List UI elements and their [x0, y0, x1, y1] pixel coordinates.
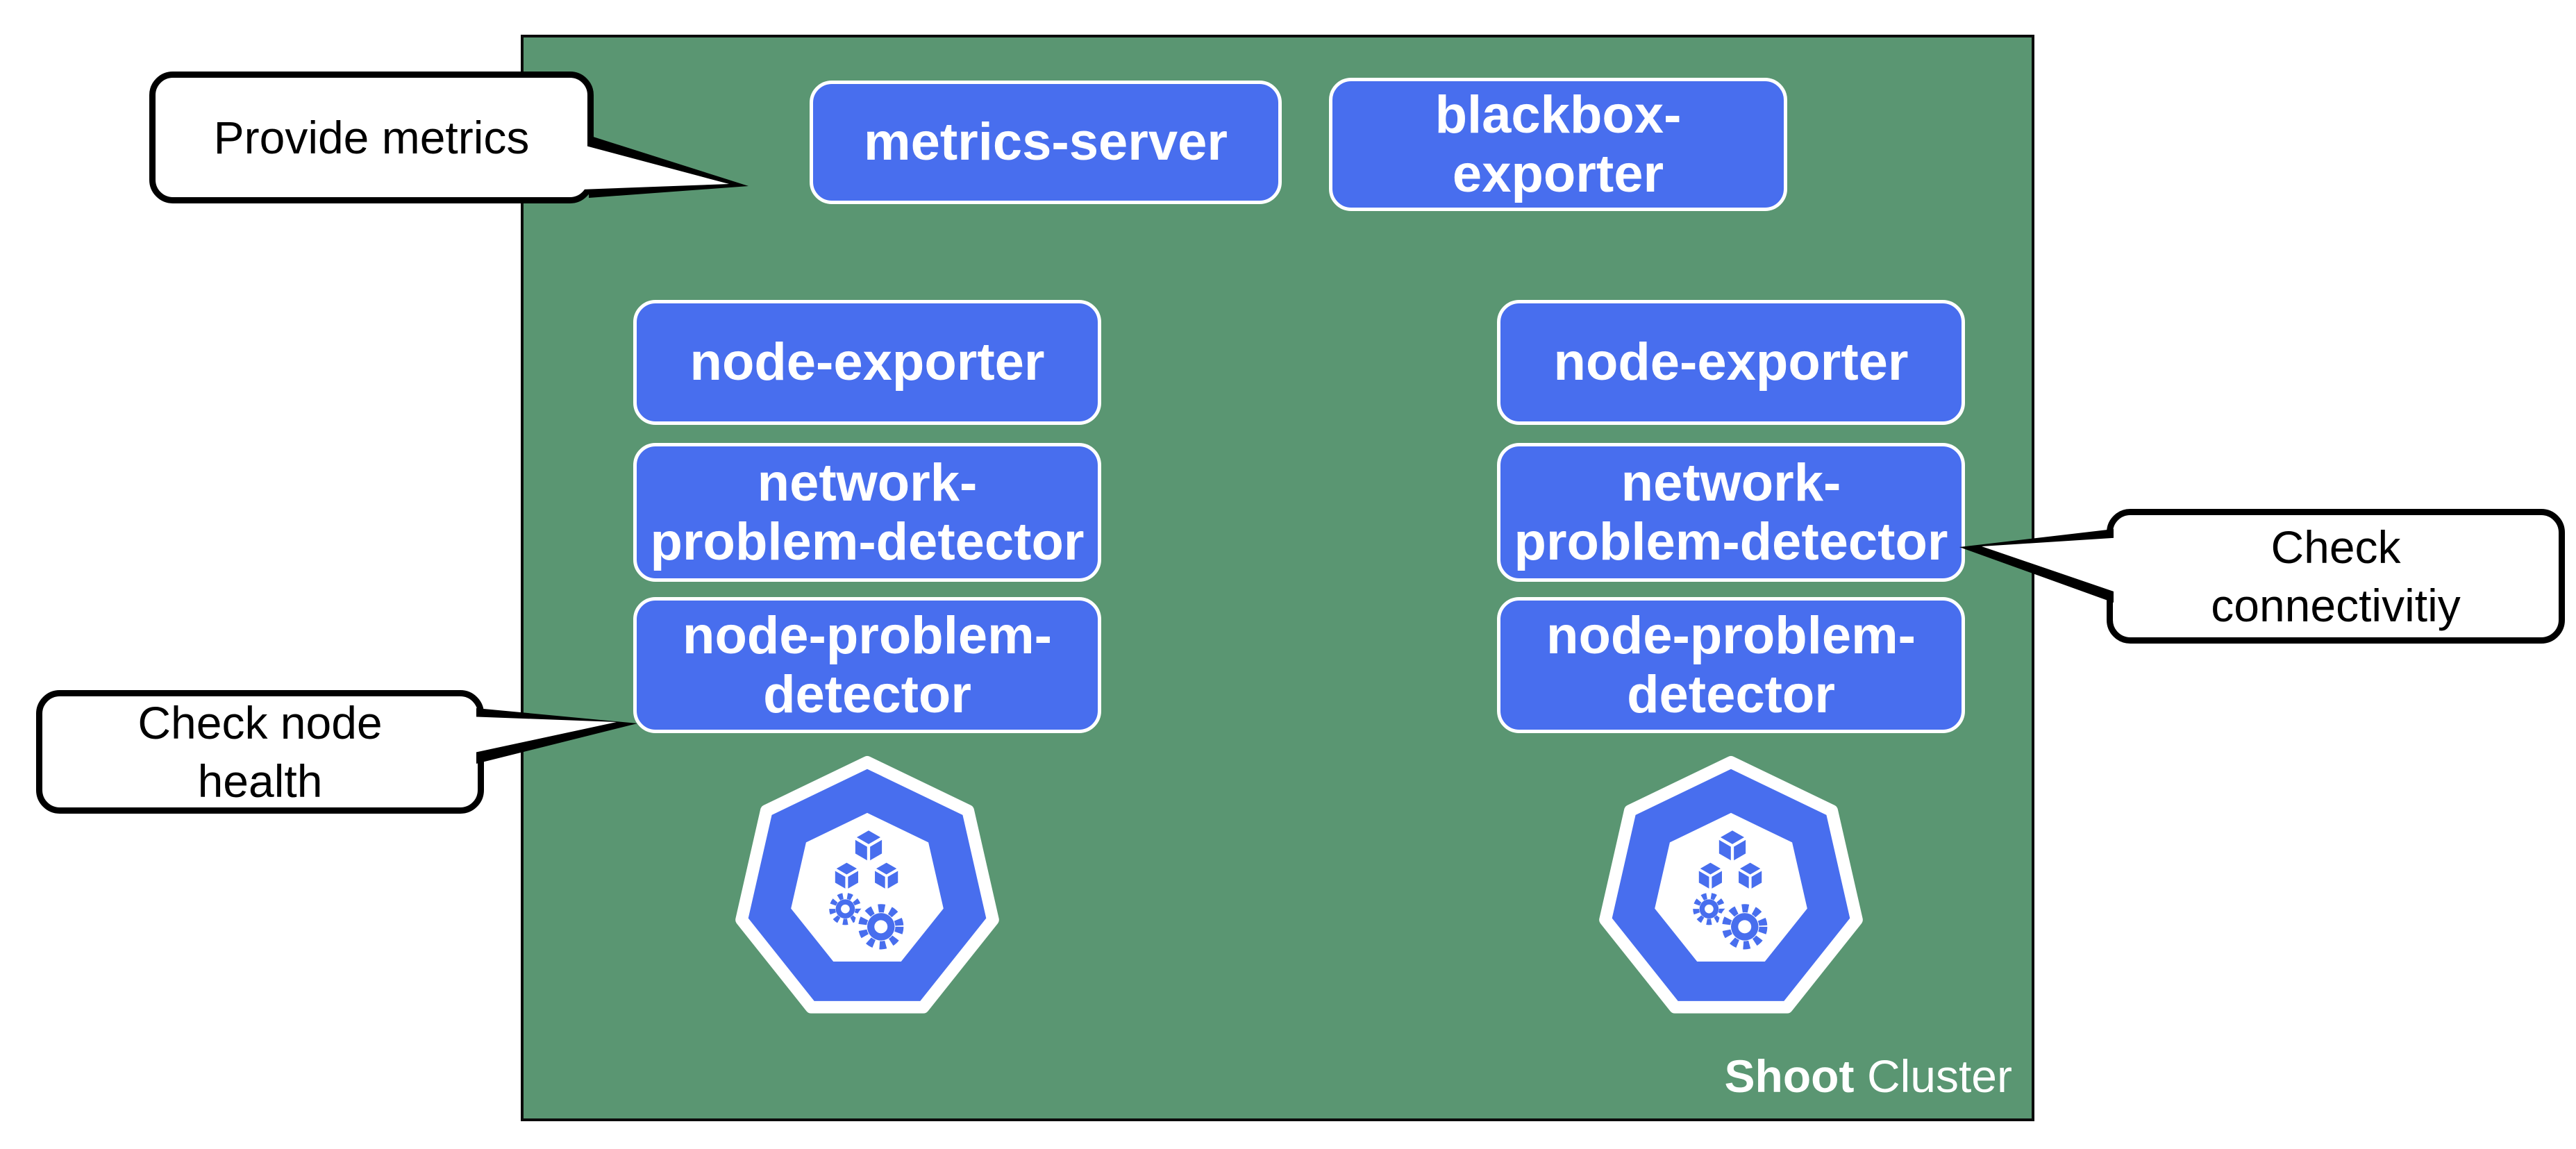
component-label: node-exporter — [689, 333, 1045, 392]
callout-text: Provide metrics — [213, 111, 530, 163]
component-box-blackbox-exporter: blackbox- exporter — [1329, 78, 1787, 211]
component-label: blackbox- exporter — [1435, 85, 1682, 203]
callout-check-node-health: Check node health — [36, 690, 484, 814]
component-label: node-problem- detector — [1546, 605, 1916, 724]
callout-text: Check connectivitiy — [2211, 521, 2461, 631]
component-box-node-problem-detector-left: node-problem- detector — [633, 597, 1101, 733]
component-label: node-problem- detector — [683, 605, 1052, 724]
cube-icon — [873, 860, 901, 892]
component-box-node-exporter-left: node-exporter — [633, 300, 1101, 425]
component-label: network- problem-detector — [650, 453, 1085, 571]
cube-icon — [1717, 828, 1748, 864]
cube-icon — [1697, 860, 1724, 892]
kubernetes-node-icon — [1599, 755, 1863, 1014]
component-box-metrics-server: metrics-server — [810, 81, 1282, 204]
shoot-cluster-container: metrics-server blackbox- exporter node-e… — [521, 35, 2034, 1121]
component-box-network-problem-detector-right: network- problem-detector — [1497, 443, 1965, 582]
cube-icon — [833, 860, 860, 892]
cube-icon — [853, 828, 884, 864]
component-label: node-exporter — [1553, 333, 1909, 392]
callout-text: Check node health — [137, 696, 383, 807]
callout-check-connectivity: Check connectivitiy — [2107, 509, 2565, 644]
gear-icon — [829, 892, 862, 925]
component-label: network- problem-detector — [1514, 453, 1948, 571]
cube-icon — [1737, 860, 1764, 892]
component-box-network-problem-detector-left: network- problem-detector — [633, 443, 1101, 582]
component-box-node-problem-detector-right: node-problem- detector — [1497, 597, 1965, 733]
cluster-title-bold: Shoot — [1724, 1050, 1855, 1102]
component-label: metrics-server — [864, 112, 1228, 172]
component-box-node-exporter-right: node-exporter — [1497, 300, 1965, 425]
kubernetes-node-icon — [735, 755, 999, 1014]
callout-provide-metrics: Provide metrics — [149, 72, 594, 203]
cluster-title-regular: Cluster — [1866, 1050, 2012, 1102]
gear-icon — [1693, 892, 1725, 925]
